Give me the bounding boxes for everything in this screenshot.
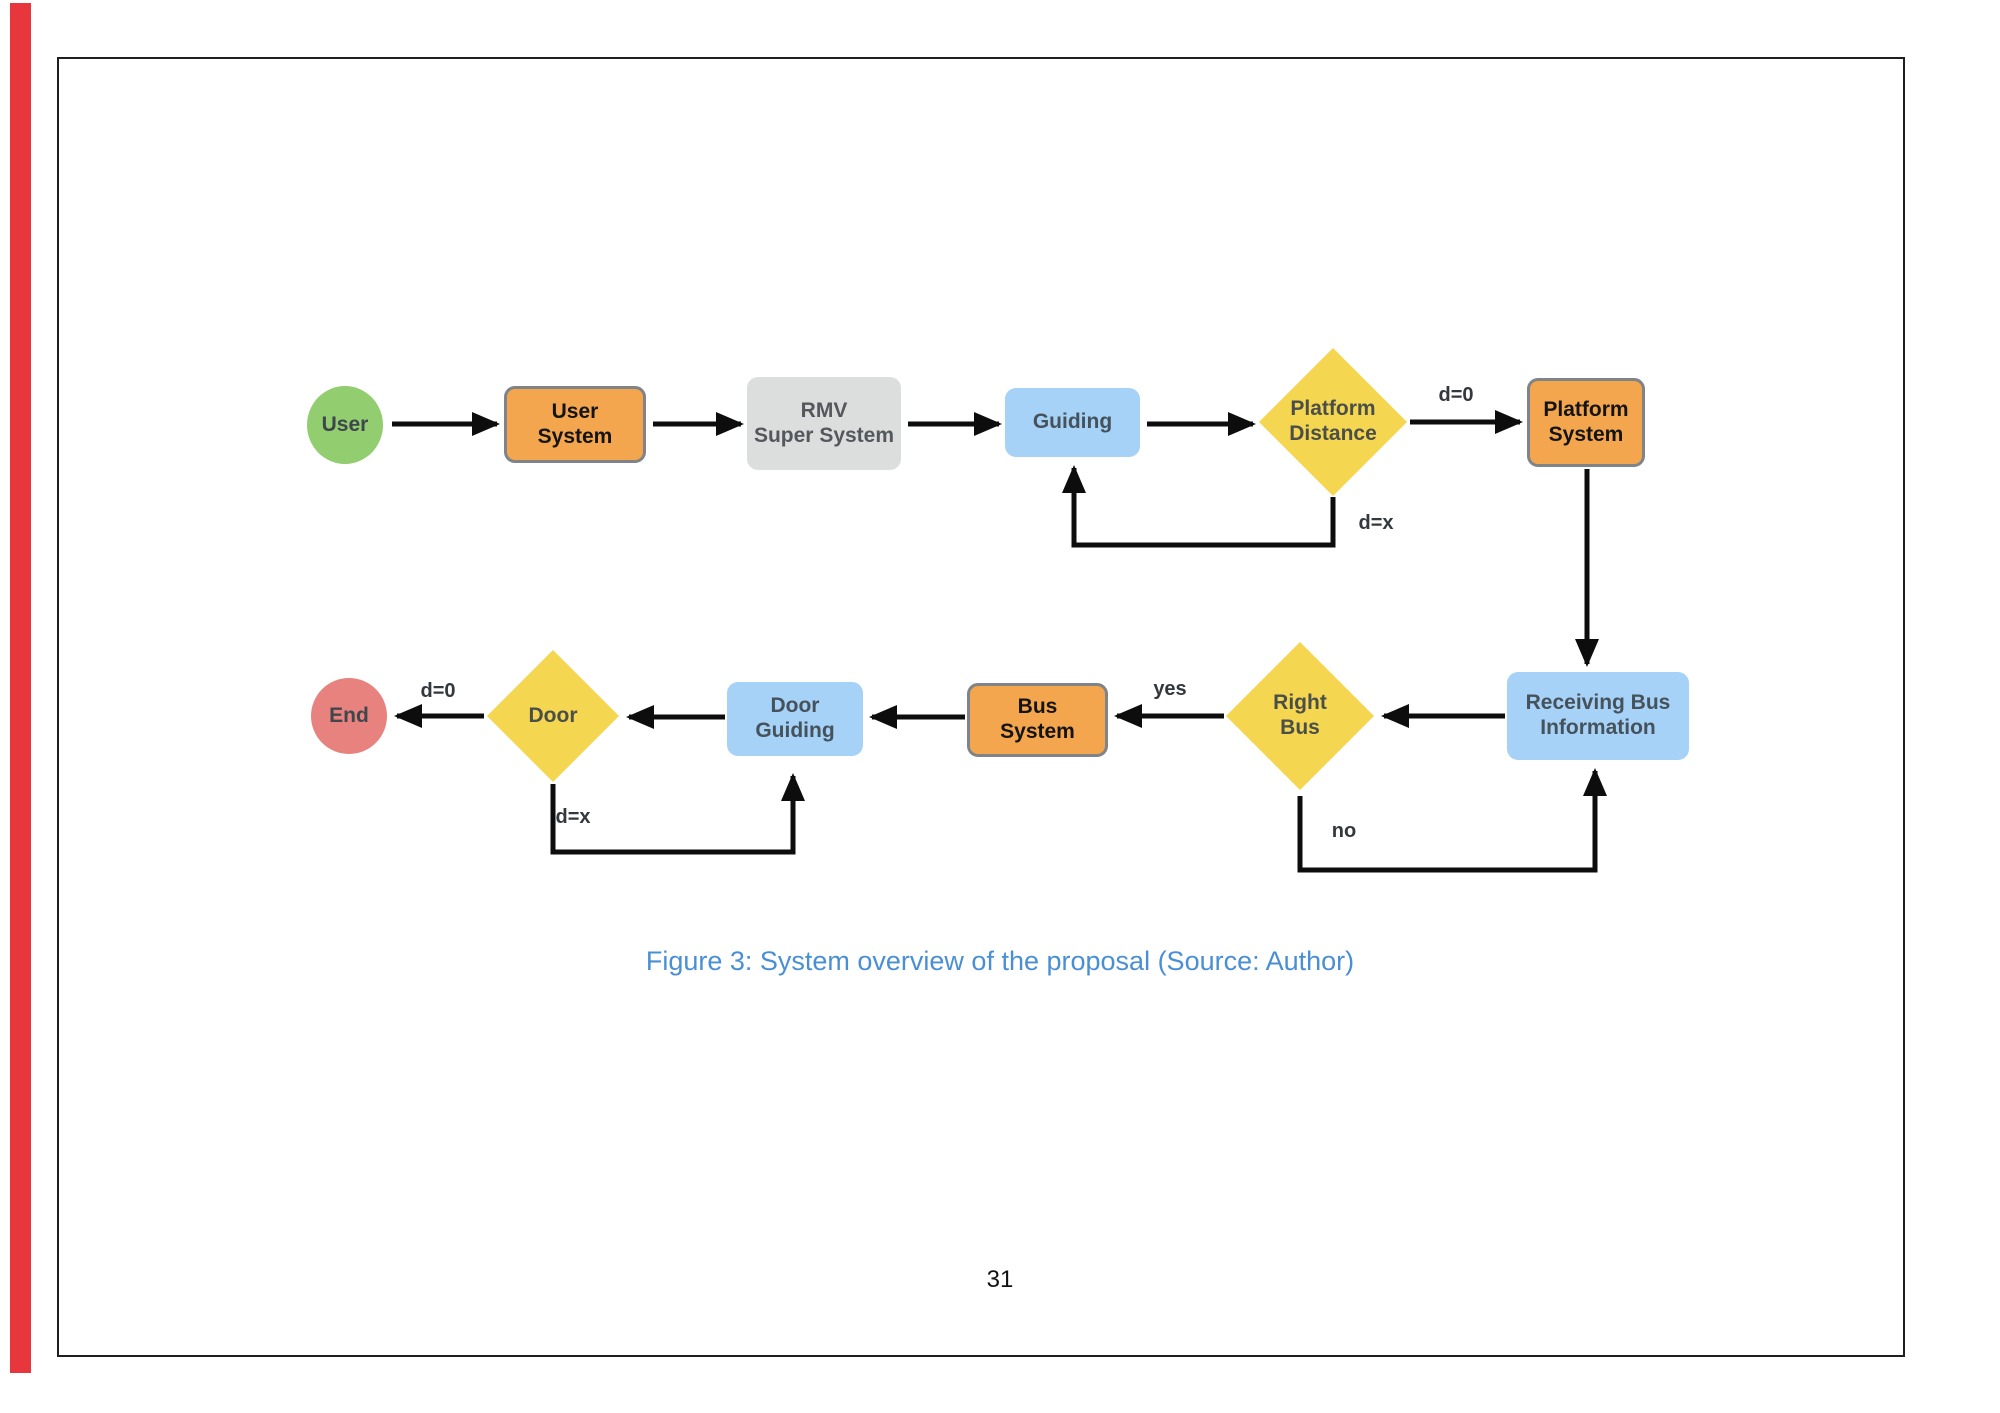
node-user: User bbox=[307, 386, 383, 464]
loop-door-to-door-guiding bbox=[550, 773, 805, 855]
loop-platform-distance-to-guiding bbox=[1062, 465, 1336, 548]
node-end: End bbox=[311, 678, 387, 754]
edge-label-no: no bbox=[1331, 820, 1357, 842]
edge-label-d0-bottom: d=0 bbox=[420, 680, 456, 702]
edge-label-d0-top: d=0 bbox=[1438, 384, 1474, 406]
edge-label-dx-top: d=x bbox=[1358, 512, 1394, 534]
node-door-guiding: Door Guiding bbox=[727, 682, 863, 756]
edge-label-dx-bottom: d=x bbox=[555, 806, 591, 828]
edge-label-yes: yes bbox=[1153, 678, 1187, 700]
left-red-strip bbox=[10, 3, 31, 1373]
figure-caption: Figure 3: System overview of the proposa… bbox=[645, 946, 1355, 976]
node-platform-system: Platform System bbox=[1527, 378, 1645, 467]
node-receiving-bus-information: Receiving Bus Information bbox=[1507, 672, 1689, 760]
loop-right-bus-to-receiving bbox=[1297, 768, 1607, 873]
node-bus-system: Bus System bbox=[967, 683, 1108, 757]
page-number: 31 bbox=[986, 1266, 1014, 1293]
node-user-system: User System bbox=[504, 386, 646, 463]
node-rmv-super-system: RMV Super System bbox=[747, 377, 901, 470]
node-guiding: Guiding bbox=[1005, 388, 1140, 457]
